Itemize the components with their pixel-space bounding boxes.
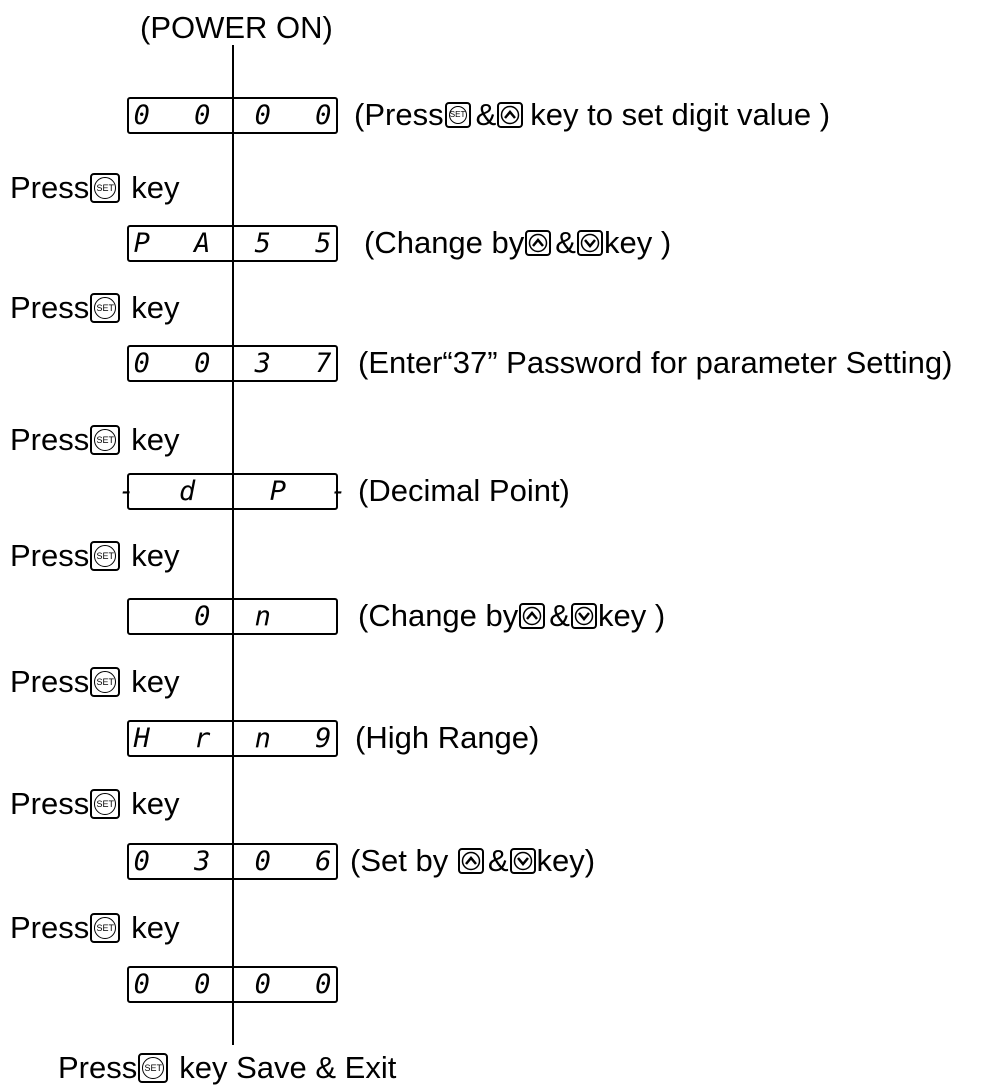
note-5-pre: (Change by (358, 598, 519, 633)
press-set-step-2: Press SET key (10, 290, 180, 326)
press-label: Press (10, 910, 90, 945)
set-key-icon: SET (90, 913, 121, 943)
display-step-7-value: 0 3 0 6 (133, 846, 346, 877)
set-key-text: SET (96, 799, 114, 809)
set-key-text: SET (144, 1063, 162, 1073)
key-label: key (131, 170, 180, 205)
display-step-8-value: 0 0 0 0 (133, 969, 346, 1000)
up-arrow-key-icon (457, 848, 484, 874)
set-key-icon: SET (90, 667, 121, 697)
key-label: key (131, 290, 180, 325)
set-key-icon: SET (90, 425, 121, 455)
note-step-2: (Change by & key ) (364, 225, 671, 261)
note-4: (Decimal Point) (358, 473, 570, 508)
power-on-label: (POWER ON) (140, 10, 333, 45)
display-step-5-value: 0 n (194, 601, 285, 632)
set-key-text: SET (96, 923, 114, 933)
note-2-mid: & (555, 225, 576, 260)
set-key-icon: SET (90, 293, 121, 323)
display-step-1-value: 0 0 0 0 (133, 100, 346, 131)
press-set-step-7: Press SET key (10, 910, 180, 946)
note-5-mid: & (549, 598, 570, 633)
display-step-7: 0 3 0 6 (127, 843, 338, 880)
display-step-4-value: - d P - (118, 476, 361, 507)
key-label: key (131, 786, 180, 821)
set-key-text: SET (96, 677, 114, 687)
display-step-1: 0 0 0 0 (127, 97, 338, 134)
down-arrow-key-icon (576, 230, 603, 256)
note-step-5: (Change by & key ) (358, 598, 665, 634)
set-key-icon: SET (444, 102, 471, 128)
display-step-6: H r n 9 (127, 720, 338, 757)
up-arrow-key-icon (525, 230, 552, 256)
display-step-2: P A 5 5 (127, 225, 338, 262)
key-label: key (131, 664, 180, 699)
down-arrow-key-icon (570, 603, 597, 629)
note-2-pre: (Change by (364, 225, 525, 260)
note-1-mid: & (475, 97, 497, 132)
set-key-text: SET (96, 303, 114, 313)
note-7-post: key) (536, 843, 596, 878)
display-step-2-value: P A 5 5 (133, 228, 346, 259)
key-label: key (131, 422, 180, 457)
note-1-pre: (Press (354, 97, 444, 132)
note-step-1: (Press SET & key to set digit value ) (354, 97, 830, 133)
set-key-icon: SET (90, 541, 121, 571)
note-step-3: (Enter“37” Password for parameter Settin… (358, 345, 952, 381)
note-step-6: (High Range) (355, 720, 539, 756)
press-label: Press (10, 786, 90, 821)
display-step-3-value: 0 0 3 7 (133, 348, 346, 379)
press-label: Press (10, 170, 90, 205)
note-7-mid: & (487, 843, 509, 878)
note-5-post: key ) (597, 598, 666, 633)
set-key-text: SET (96, 551, 114, 561)
note-6: (High Range) (355, 720, 540, 755)
set-key-text: SET (96, 183, 114, 193)
press-set-save-exit: Press SET key Save & Exit (58, 1050, 396, 1086)
press-label: Press (10, 290, 90, 325)
flow-line (232, 45, 234, 1045)
set-key-icon: SET (90, 789, 121, 819)
display-step-6-value: H r n 9 (133, 723, 346, 754)
display-step-5: 0 n (127, 598, 338, 635)
note-3: (Enter“37” Password for parameter Settin… (358, 345, 953, 380)
key-label: key (131, 910, 180, 945)
display-step-3: 0 0 3 7 (127, 345, 338, 382)
display-step-4: - d P - (118, 473, 347, 510)
key-label: key (131, 538, 180, 573)
press-label: Press (10, 422, 90, 457)
down-arrow-key-icon (509, 848, 536, 874)
set-key-icon: SET (90, 173, 121, 203)
press-set-step-1: Press SET key (10, 170, 180, 206)
set-key-text: SET (96, 435, 114, 445)
up-arrow-key-icon (497, 102, 524, 128)
note-2-post: key ) (603, 225, 672, 260)
press-set-step-5: Press SET key (10, 664, 180, 700)
press-label: Press (10, 538, 90, 573)
press-label: Press (10, 664, 90, 699)
press-set-step-4: Press SET key (10, 538, 180, 574)
press-set-step-3: Press SET key (10, 422, 180, 458)
press-set-step-6: Press SET key (10, 786, 180, 822)
note-1-post: key to set digit value ) (530, 97, 831, 132)
set-key-text: SET (449, 110, 466, 119)
final-key-label: key Save & Exit (179, 1050, 397, 1085)
final-press-label: Press (58, 1050, 138, 1085)
display-step-8: 0 0 0 0 (127, 966, 338, 1003)
note-step-7: (Set by & key) (350, 843, 595, 879)
note-step-4: (Decimal Point) (358, 473, 570, 509)
set-key-icon: SET (138, 1053, 169, 1083)
note-7-pre: (Set by (350, 843, 457, 878)
up-arrow-key-icon (519, 603, 546, 629)
